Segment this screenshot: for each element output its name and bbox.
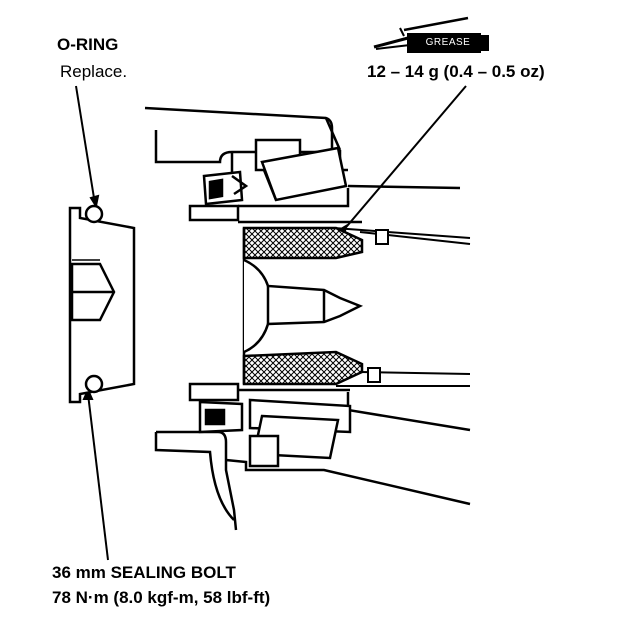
o-ring-instruction: Replace. — [60, 62, 128, 81]
lower-housing — [154, 382, 471, 531]
o-ring-label: O-RING — [57, 35, 119, 54]
grease-tube-label: GREASE — [425, 37, 471, 48]
upper-bearing — [202, 138, 348, 206]
upper-shaft-line — [333, 227, 471, 245]
lower-bearing — [198, 398, 352, 468]
o-ring — [84, 204, 104, 394]
grease-amount-label: 12 – 14 g (0.4 – 0.5 oz) — [367, 62, 545, 81]
sealing-bolt-label: 36 mm SEALING BOLT — [52, 563, 236, 582]
grease-cavity — [242, 226, 364, 386]
torque-spec-label: 78 N·m (8.0 kgf-m, 58 lbf-ft) — [52, 588, 271, 607]
sealing-bolt — [68, 206, 136, 404]
grease-tube-icon — [373, 16, 489, 53]
lower-shaft-line — [336, 367, 471, 387]
